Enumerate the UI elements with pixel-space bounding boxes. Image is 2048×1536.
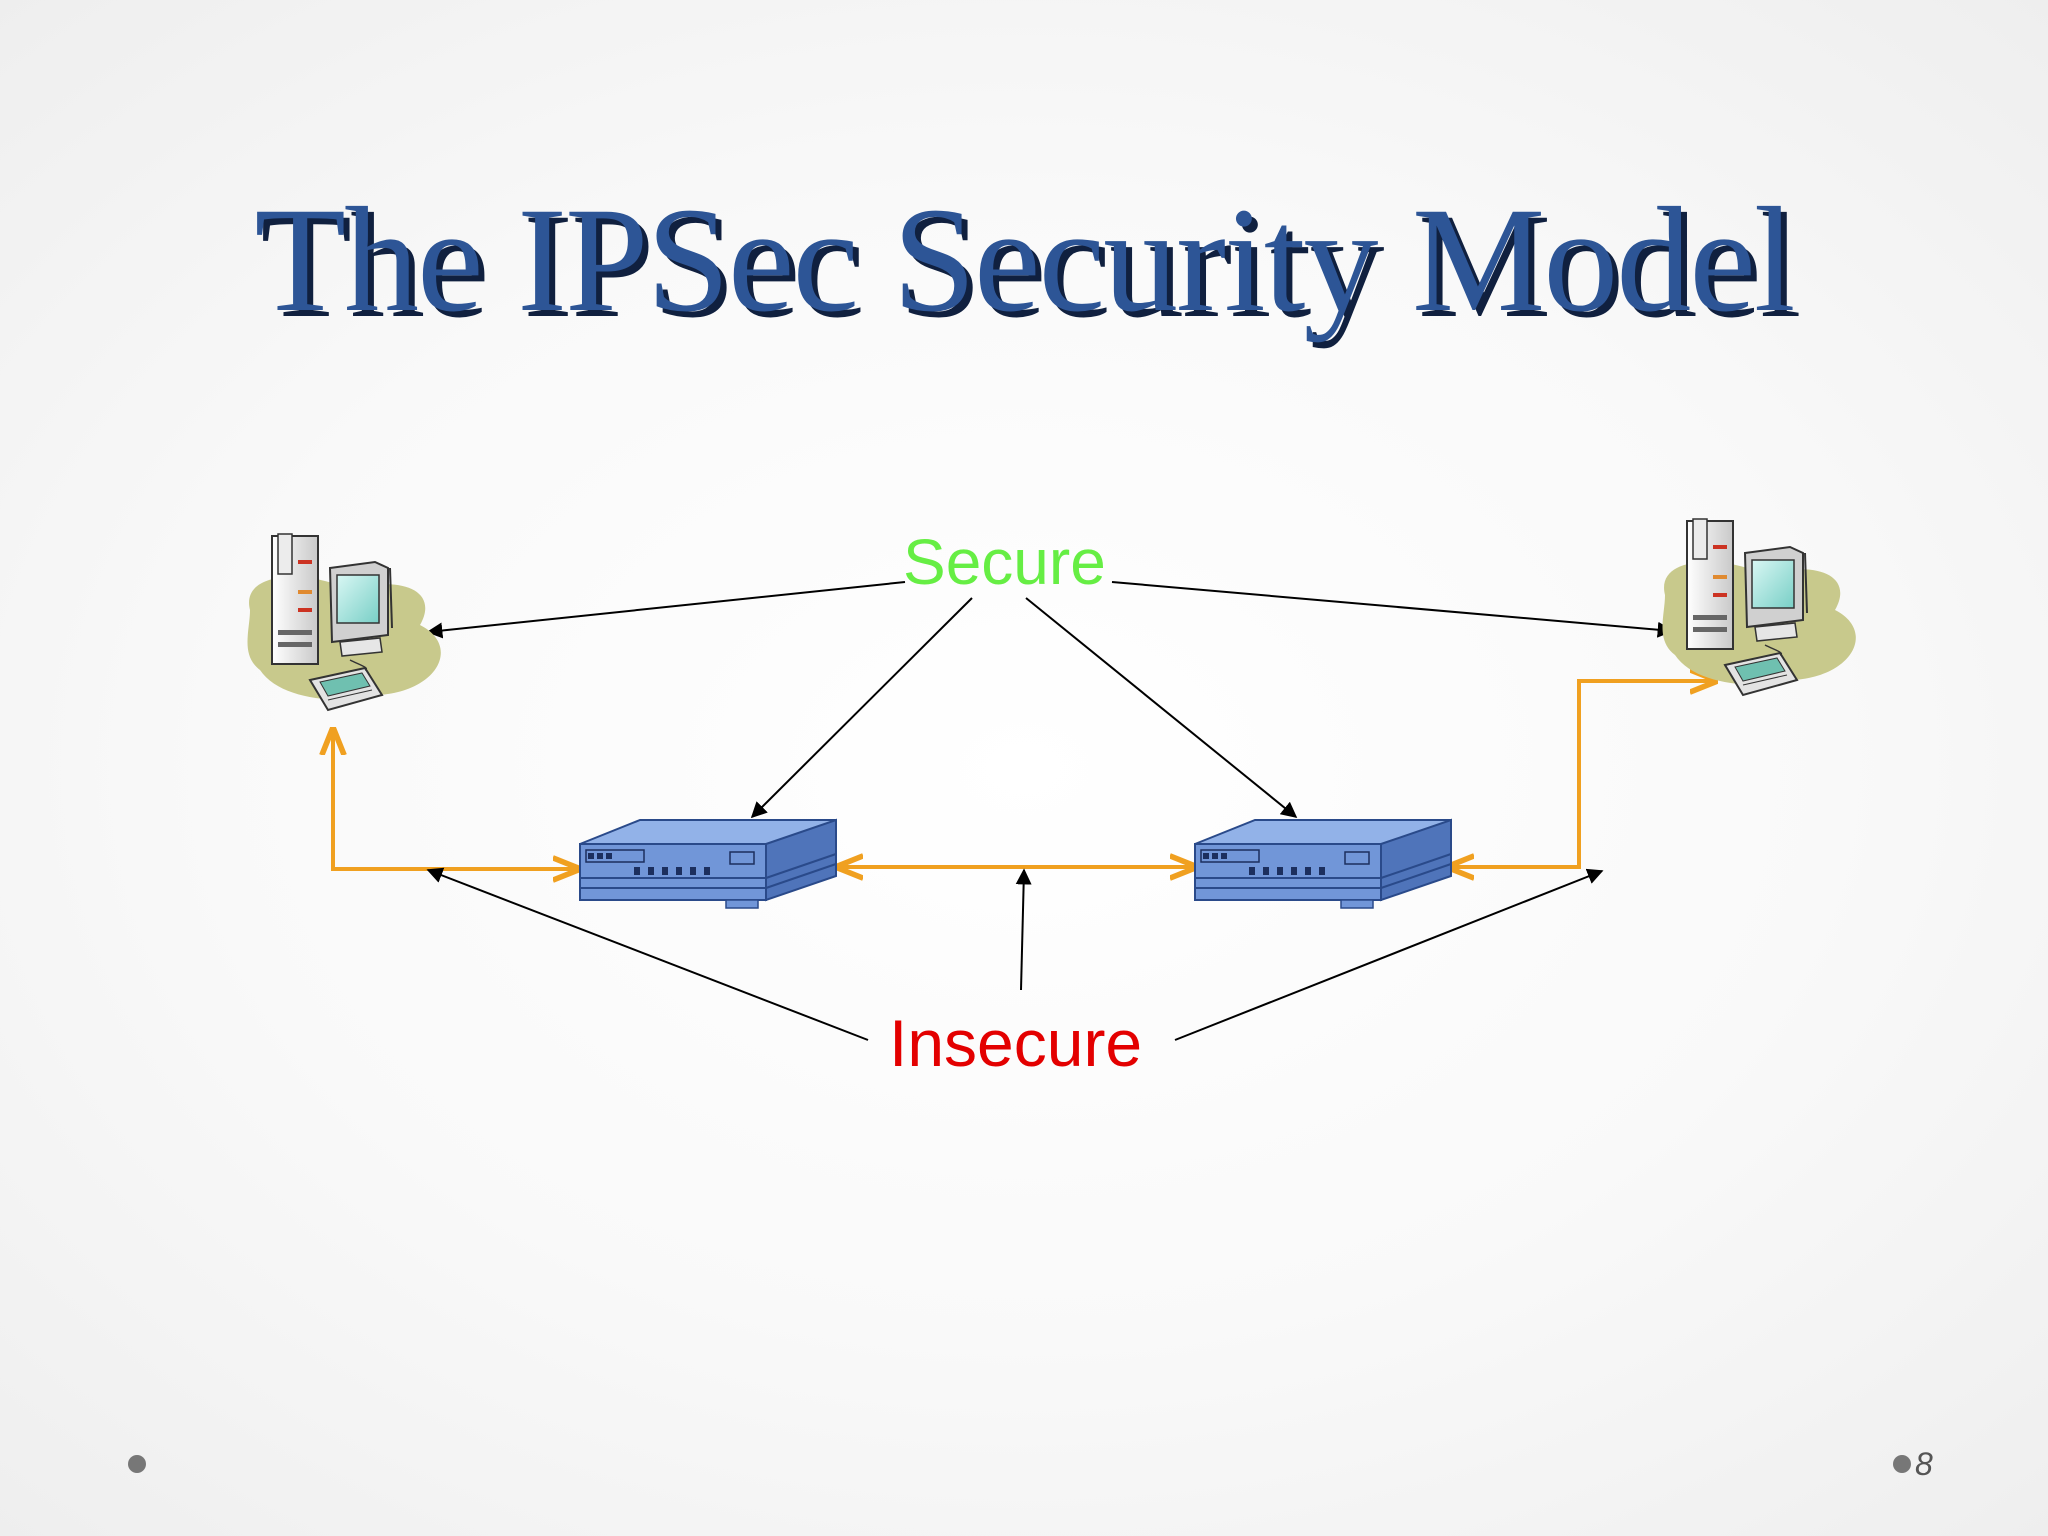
slide-title: The IPSec Security Model (254, 177, 1795, 343)
pointer-insecure-middle-link (1015, 868, 1032, 991)
slide-corner-dot-left (128, 1455, 146, 1473)
insecure-pointers (426, 867, 1604, 1041)
pointer-secure-host-right (1111, 581, 1674, 638)
secure-pointers (426, 581, 1674, 819)
network-links (333, 681, 1715, 869)
insecure-label: Insecure (889, 1006, 1143, 1080)
router-icon (1194, 818, 1452, 909)
slide-corner-dot-right (1893, 1455, 1911, 1473)
router-icon (579, 818, 837, 909)
pointer-secure-gateway-right (1025, 597, 1298, 819)
secure-label: Secure (903, 526, 1106, 598)
pointer-insecure-left-link (426, 867, 869, 1041)
page-number: 8 (1915, 1446, 1933, 1482)
computer-icon (247, 533, 441, 712)
pointer-secure-host-left (426, 581, 906, 639)
link-host-left-to-gateway-left (333, 730, 578, 869)
link-gateway-right-to-host-right (1449, 681, 1715, 867)
pointer-insecure-right-link (1174, 868, 1604, 1041)
pointer-secure-gateway-left (750, 597, 973, 819)
computer-icon (1662, 518, 1856, 697)
